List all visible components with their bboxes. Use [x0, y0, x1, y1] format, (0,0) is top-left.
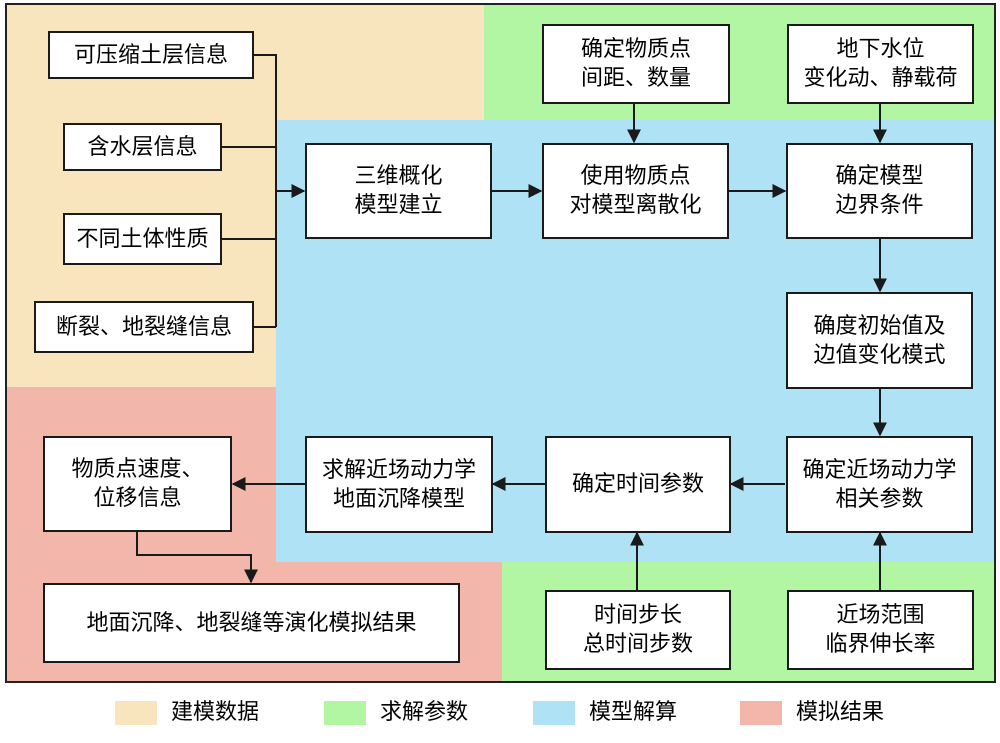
box-boundary-conditions: 确定模型 边界条件 — [786, 143, 973, 239]
box-model-3d: 三维概化 模型建立 — [305, 143, 492, 239]
box-groundwater: 地下水位 变化动、静载荷 — [787, 24, 974, 104]
legend-modeling-result: 模拟结果 — [740, 701, 884, 725]
box-aquifer-text: 含水层信息 — [87, 134, 198, 160]
box-mp-output-line2: 位移信息 — [93, 486, 182, 511]
box-groundwater-line2: 变化动、静载荷 — [803, 66, 958, 91]
box-boundary-line1: 确定模型 — [835, 164, 924, 189]
box-soil-properties-text: 不同土体性质 — [76, 226, 209, 252]
box-time-step-line1: 时间步长 — [593, 603, 682, 628]
box-mp-output: 物质点速度、 位移信息 — [43, 436, 232, 532]
box-mp-spacing: 确定物质点 间距、数量 — [542, 24, 730, 104]
legend-swatch-model-computation — [533, 701, 575, 725]
legend-swatch-modeling-data — [115, 701, 157, 725]
box-mp-spacing-line2: 间距、数量 — [580, 66, 691, 91]
box-solve-model: 求解近场动力学 地面沉降模型 — [305, 436, 493, 533]
box-time-params: 确定时间参数 — [545, 436, 731, 533]
box-solve-line1: 求解近场动力学 — [321, 457, 476, 483]
box-compressible-layer-text: 可压缩土层信息 — [73, 42, 228, 68]
box-fault-fissure-text: 断裂、地裂缝信息 — [55, 314, 232, 340]
legend-swatch-modeling-result — [740, 701, 782, 725]
legend-swatch-solution-params — [324, 701, 366, 725]
box-model-3d-line2: 模型建立 — [354, 193, 443, 218]
box-mp-output-line1: 物质点速度、 — [71, 457, 204, 482]
arrow-output-to-result — [136, 532, 258, 584]
box-aquifer: 含水层信息 — [63, 123, 222, 171]
box-time-step-line2: 总时间步数 — [582, 632, 693, 657]
box-mp-spacing-line1: 确定物质点 — [580, 37, 691, 62]
box-peridynamics-line2: 相关参数 — [835, 486, 924, 512]
legend-modeling-data: 建模数据 — [115, 701, 259, 725]
box-compressible-layer: 可压缩土层信息 — [48, 31, 254, 79]
box-time-params-text: 确定时间参数 — [571, 472, 704, 497]
box-horizon-line1: 近场范围 — [836, 603, 925, 628]
box-model-3d-line1: 三维概化 — [354, 164, 443, 189]
box-discretize-line2: 对模型离散化 — [569, 193, 702, 218]
connector-bracket — [222, 54, 277, 328]
legend-label-modeling-result: 模拟结果 — [796, 700, 885, 725]
box-boundary-line2: 边界条件 — [835, 193, 924, 218]
box-time-step: 时间步长 总时间步数 — [545, 590, 731, 670]
box-initial-values: 确度初始值及 边值变化模式 — [786, 292, 973, 389]
box-soil-properties: 不同土体性质 — [63, 213, 222, 265]
box-discretize-line1: 使用物质点 — [580, 164, 691, 189]
box-solve-line2: 地面沉降模型 — [332, 486, 465, 512]
box-initial-line2: 边值变化模式 — [813, 342, 946, 368]
box-horizon: 近场范围 临界伸长率 — [787, 590, 974, 670]
legend-label-solution-params: 求解参数 — [380, 700, 469, 725]
box-fault-fissure: 断裂、地裂缝信息 — [34, 301, 254, 353]
box-final-result-text: 地面沉降、地裂缝等演化模拟结果 — [86, 610, 417, 636]
legend-label-model-computation: 模型解算 — [589, 700, 678, 725]
box-final-result: 地面沉降、地裂缝等演化模拟结果 — [43, 583, 460, 663]
box-peridynamics-line1: 确定近场动力学 — [802, 457, 957, 483]
legend-solution-params: 求解参数 — [324, 701, 468, 725]
box-initial-line1: 确度初始值及 — [813, 313, 946, 339]
box-peridynamics-params: 确定近场动力学 相关参数 — [786, 436, 973, 533]
box-horizon-line2: 临界伸长率 — [825, 632, 936, 657]
legend-label-modeling-data: 建模数据 — [171, 700, 260, 725]
box-discretize: 使用物质点 对模型离散化 — [542, 143, 729, 239]
box-groundwater-line1: 地下水位 — [836, 37, 925, 62]
legend-model-computation: 模型解算 — [533, 701, 677, 725]
